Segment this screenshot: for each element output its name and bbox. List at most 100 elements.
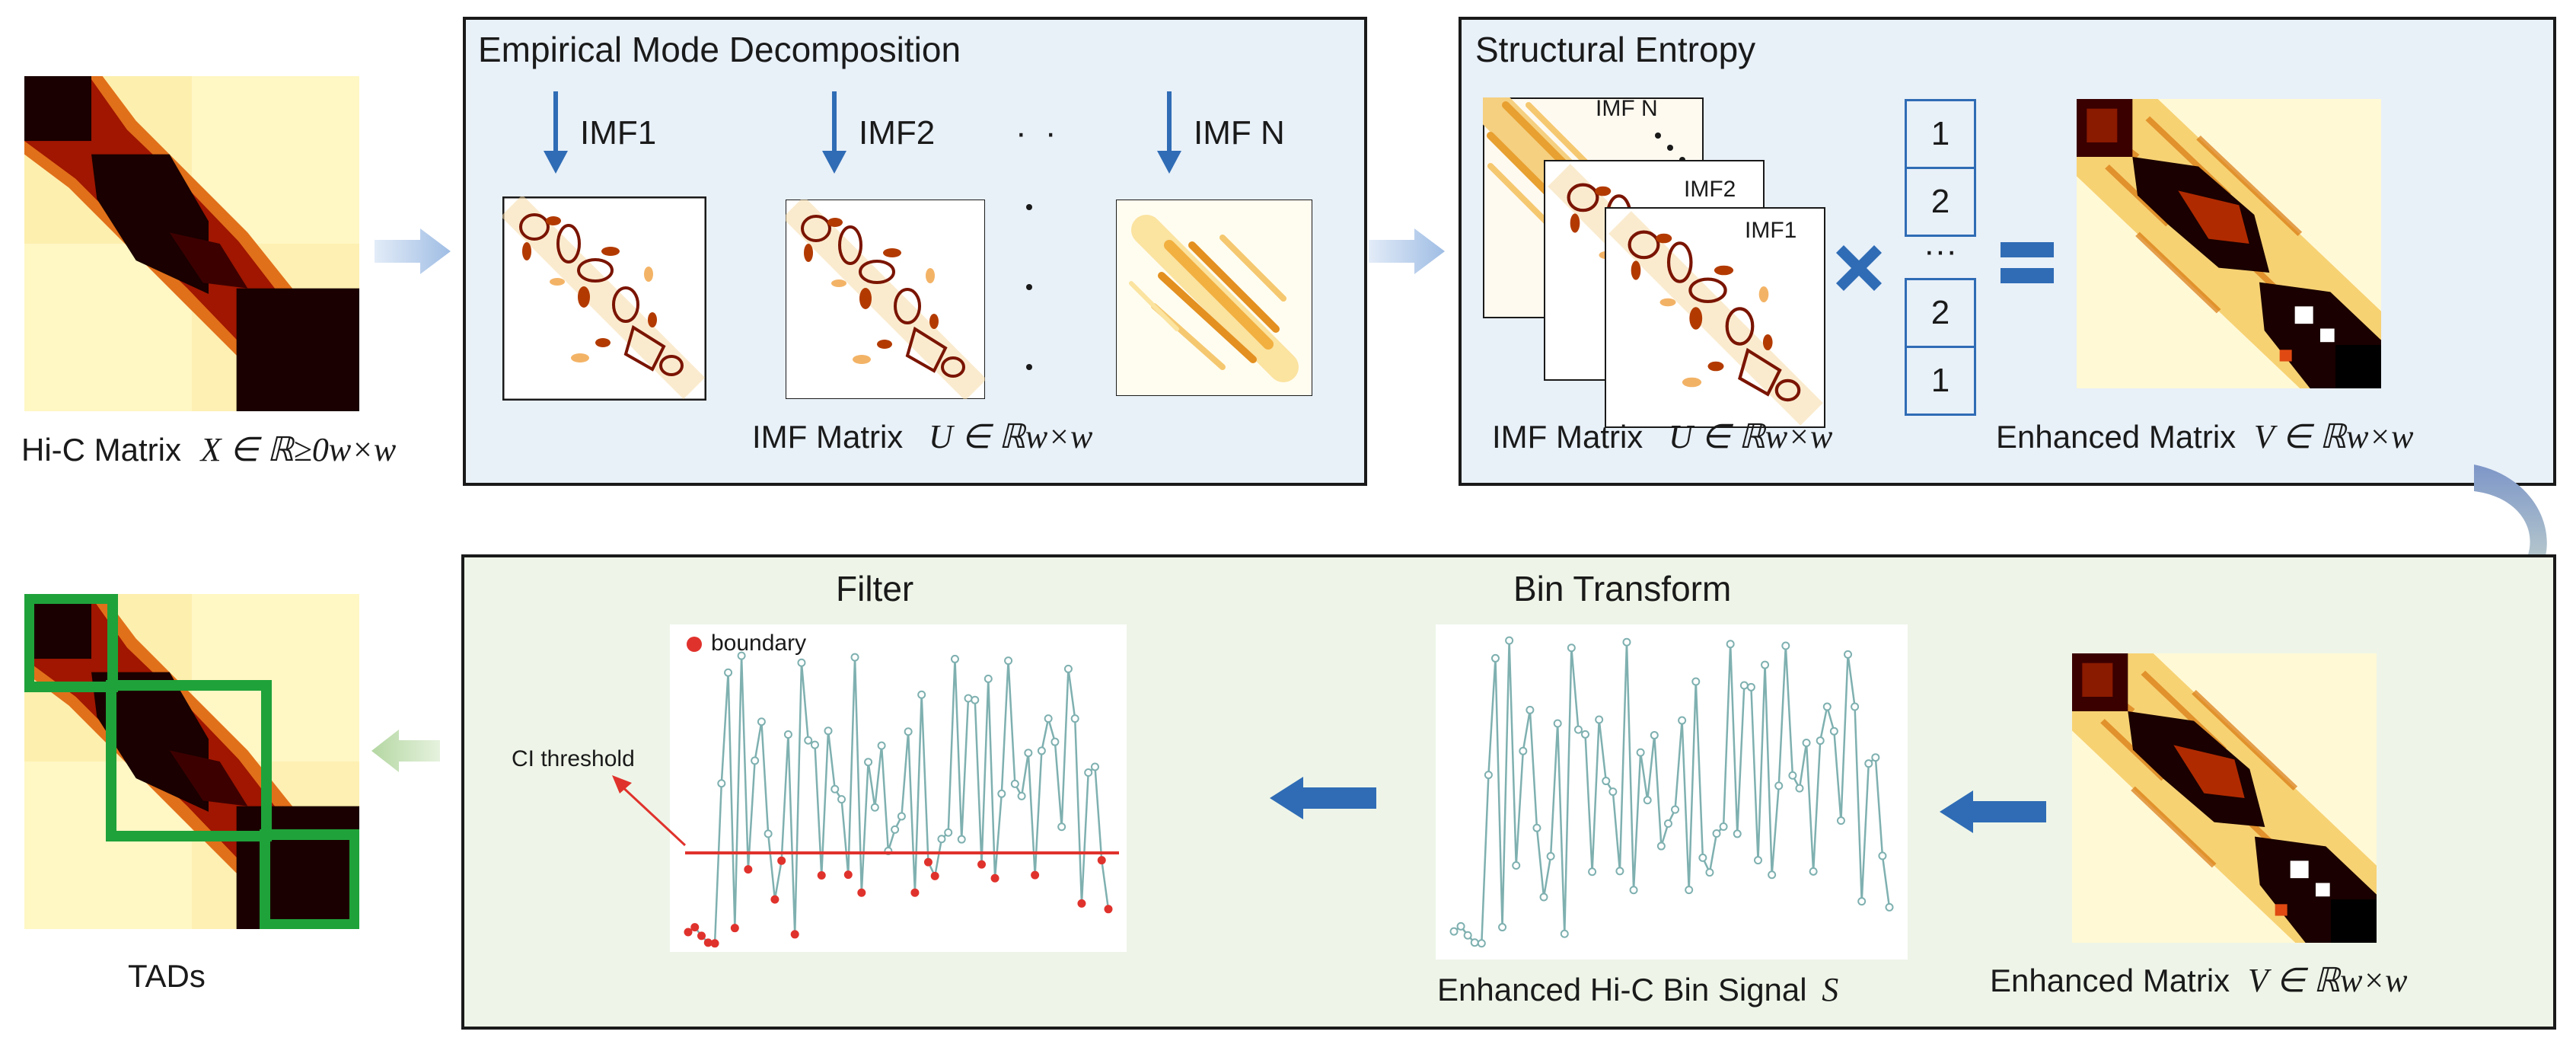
- signal-point: [831, 784, 840, 794]
- weight-cell: 2: [1905, 167, 1976, 237]
- signal-point: [850, 653, 859, 662]
- se-label-imfn: IMF N: [1596, 96, 1658, 121]
- signal-point: [1836, 816, 1845, 825]
- signal-point: [1581, 730, 1590, 739]
- signal-point: [864, 758, 873, 767]
- signal-point: [1622, 637, 1631, 647]
- weight-cell: 2: [1905, 278, 1976, 348]
- boundary-point: [930, 871, 939, 880]
- weight-cell: 1: [1905, 346, 1976, 416]
- signal-point: [1498, 923, 1507, 932]
- boundary-point: [697, 931, 706, 940]
- signal-point: [1802, 738, 1811, 747]
- signal-point: [877, 741, 886, 750]
- signal-point: [944, 828, 953, 837]
- signal-point: [1871, 753, 1880, 762]
- boundary-point: [690, 923, 700, 932]
- imf1-label: IMF1: [580, 114, 657, 152]
- signal-point: [1050, 737, 1060, 746]
- signal-point: [1090, 762, 1099, 771]
- ci-threshold-pointer: [612, 775, 687, 847]
- boundary-point: [1031, 870, 1040, 880]
- tads-matrix: [24, 594, 359, 929]
- signal-point: [1044, 714, 1053, 723]
- signal-point: [1698, 853, 1707, 862]
- signal-point: [1567, 643, 1576, 653]
- signal-point: [1844, 650, 1853, 659]
- signal-point: [1885, 902, 1894, 912]
- boundary-legend-label: boundary: [711, 631, 807, 656]
- imfn-matrix: [1116, 200, 1312, 396]
- signal-point: [1851, 702, 1860, 711]
- signal-point: [1726, 640, 1735, 649]
- tads-caption: TADs: [128, 958, 206, 994]
- hic-input-caption: Hi-C Matrix: [21, 432, 181, 468]
- signal-point: [1017, 791, 1026, 800]
- signal-point: [1678, 716, 1687, 725]
- signal-point: [917, 690, 926, 699]
- boundary-point: [777, 856, 786, 865]
- signal-line: [687, 656, 1110, 945]
- signal-point: [937, 835, 946, 844]
- signal-point: [1084, 768, 1093, 778]
- signal-point: [1037, 746, 1046, 755]
- signal-point: [764, 829, 773, 838]
- emd-ellipsis-vertical: [1026, 204, 1032, 370]
- blue-left-arrow-2: [1940, 790, 2046, 833]
- filter-title: Filter: [836, 569, 914, 608]
- signal-point: [1768, 870, 1777, 880]
- se-label-imf1: IMF1: [1745, 218, 1797, 243]
- signal-point: [1691, 677, 1701, 686]
- signal-point: [1746, 682, 1755, 691]
- signal-point: [891, 825, 900, 834]
- imfn-down-arrow: [1157, 91, 1181, 174]
- signal-point: [1470, 938, 1479, 947]
- boundary-point: [790, 930, 799, 939]
- signal-point: [1712, 829, 1721, 838]
- signal-point: [964, 694, 973, 703]
- enhanced-matrix-bottom: [2072, 653, 2377, 943]
- signal-point: [757, 717, 766, 726]
- boundary-point: [703, 938, 713, 947]
- signal-point: [1004, 656, 1013, 666]
- signal-point: [824, 726, 833, 736]
- boundary-point: [1077, 899, 1086, 908]
- emd-panel-title: Empirical Mode Decomposition: [478, 30, 961, 69]
- boundary-point: [817, 870, 826, 880]
- signal-point: [1057, 822, 1066, 832]
- weight-ellipsis: ···: [1924, 232, 1957, 270]
- signal-point: [1588, 867, 1597, 877]
- boundary-point: [684, 928, 693, 937]
- signal-point: [1753, 856, 1762, 865]
- signal-point: [1463, 931, 1472, 940]
- signal-point: [1761, 660, 1770, 669]
- signal-point: [1650, 730, 1659, 739]
- signal-point: [1705, 868, 1714, 877]
- signal-point: [751, 756, 760, 765]
- signal-point: [971, 695, 980, 704]
- signal-point: [1663, 819, 1672, 828]
- bin-signal-math: S: [1822, 971, 1839, 1008]
- signal-point: [1595, 715, 1604, 724]
- signal-point: [1781, 641, 1790, 650]
- imf1-matrix: [502, 196, 706, 401]
- boundary-point: [923, 857, 933, 867]
- signal-point: [1857, 897, 1867, 906]
- signal-point: [1449, 927, 1459, 936]
- bin-signal-chart: [1436, 624, 1908, 960]
- emd-math: U ∈ ℝw×w: [928, 418, 1093, 455]
- imf2-matrix: [786, 200, 985, 399]
- signal-point: [737, 651, 746, 660]
- enhanced-bottom-caption: Enhanced Matrix: [1990, 963, 2230, 998]
- se-imf1-matrix: [1605, 207, 1825, 428]
- signal-point: [724, 668, 733, 677]
- signal-point: [1532, 823, 1541, 832]
- signal-point: [797, 658, 806, 667]
- signal-line: [1453, 640, 1891, 945]
- imf1-down-arrow: [544, 91, 568, 174]
- imf2-down-arrow: [822, 91, 846, 174]
- signal-point: [717, 779, 726, 788]
- flow-arrow-2: [1369, 228, 1445, 274]
- signal-point: [1490, 653, 1500, 663]
- signal-point: [1512, 861, 1521, 870]
